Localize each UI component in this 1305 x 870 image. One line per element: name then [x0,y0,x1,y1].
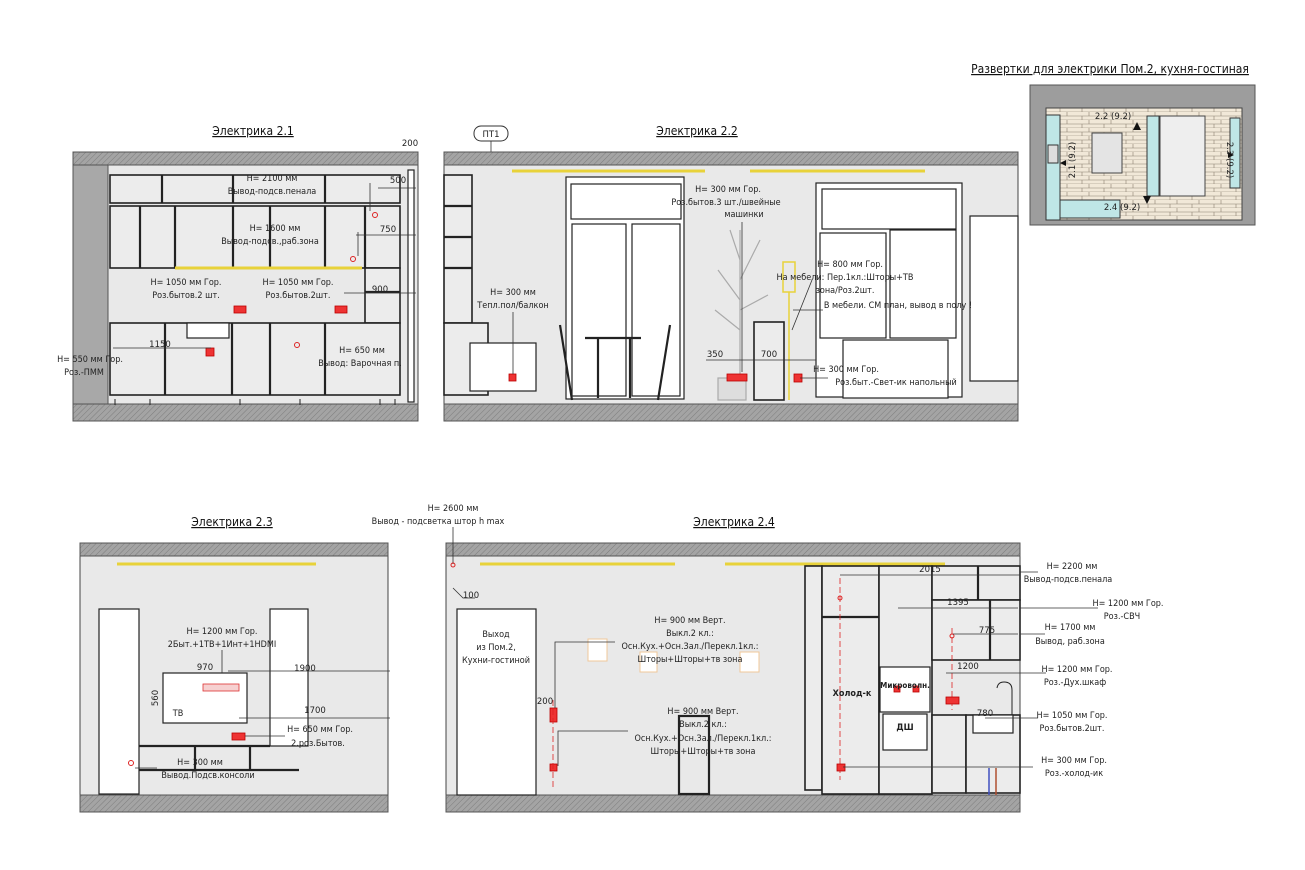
note-line: Осн.Кух.+Осн.Зал./Перекл.1кл.: [634,734,771,744]
note-line: Роз.быт.-Свет-ик напольный [835,377,956,388]
plan-label-2-4: 2.4 (9.2) [1104,203,1140,213]
note-line: Осн.Кух.+Осн.Зал./Перекл.1кл.: [621,642,758,652]
note-line: 2Быт.+1ТВ+1Инт+1HDMI [168,640,276,650]
note-line: H= 300 мм Гор. [1041,756,1107,766]
note-line: Роз.-ПММ [64,368,104,378]
appliance-label: Микроволн. [880,681,930,690]
dim-label: 775 [979,626,995,636]
dim-label: 560 [151,690,161,706]
note-line: Вывод: Варочная п. [318,359,402,369]
note-line: Роз.бытов.2шт. [266,290,331,301]
note-line: Вывод-подсв.пенала [228,187,317,197]
dim-label: 970 [197,663,213,673]
note-line: H= 300 мм Гор. [813,365,879,375]
ceiling-tag-label: ПТ1 [483,130,500,140]
note-line: H= 2600 мм [428,504,479,514]
note-line: H= 900 мм Верт. [654,616,725,626]
note-line: H= 1200 мм Гор. [186,627,257,637]
door-label: Выход [482,630,510,640]
note-line: Роз.бытов.2 шт. [152,290,220,301]
dim-label: 1700 [304,706,326,716]
elevation-title: Электрика 2.3 [191,515,273,529]
note-line: Вывод-подсв.пенала [1024,575,1113,585]
note-line: H= 300 мм Гор. [695,185,761,195]
dim-label: 2015 [919,565,941,575]
note-line: H= 1600 мм [250,224,301,234]
note-line: H= 800 мм Гор. [817,260,883,270]
note-line: H= 900 мм Верт. [667,707,738,717]
note-line: H= 2200 мм [1047,562,1098,572]
note-line: Выкл.2 кл.: [679,720,727,730]
note-line: H= 1050 мм Гор. [1036,711,1107,721]
dim-label: 100 [463,591,479,601]
note-line: H= 550 мм Гор. [57,355,123,365]
note-line: Роз.-СВЧ [1104,612,1140,622]
plan-label-2-3: 2.3 (9.2) [1224,142,1234,178]
note-line: Тепл.пол/балкон [476,300,548,311]
note-line: Роз.-холод-ик [1045,769,1103,779]
appliance-label: ДШ [896,723,913,733]
note-line: Выкл.2 кл.: [666,629,714,639]
dim-label: 1395 [947,598,969,608]
faucet-icon [996,681,1013,715]
note-line: H= 1200 мм Гор. [1041,665,1112,675]
note-line: H= 2100 мм [247,174,298,184]
dim-label: 1900 [294,664,316,674]
dim-label: 1150 [149,340,171,350]
note-line: Вывод-подсв.,раб.зона [221,236,319,247]
note-line: зона/Роз.2шт. [816,286,875,296]
door-label: из Пом.2, [476,643,516,653]
dim-label: 700 [761,350,777,360]
elevation-2-1: Электрика 2.1 200 500 750 900 1150 H= 21… [57,124,419,422]
elevation-2-3: Электрика 2.3 970 1900 560 1700 ТВ H= 12… [79,515,390,813]
note-line: H= 300 мм [177,758,223,768]
note-line: Вывод - подсветка штор h max [372,517,505,527]
dim-label: 780 [977,709,993,719]
note-line: H= 650 мм Гор. [287,725,353,735]
note-line: H= 300 мм [490,288,536,298]
elevation-2-4: Электрика 2.4 H= 2600 мм Вывод - подсвет… [372,504,1164,813]
note-line: H= 1200 мм Гор. [1092,599,1163,609]
dim-label: 500 [390,176,406,186]
dim-label: 350 [707,350,723,360]
note-line: Роз.бытов.2шт. [1040,723,1105,734]
tv-label: ТВ [172,709,184,719]
elevation-title: Электрика 2.1 [212,124,294,138]
sheet-title: Развертки для электрики Пом.2, кухня-гос… [971,62,1249,76]
floor-plan: 2.2 (9.2) 2.1 (9.2) 2.3 (9.2) 2.4 (9.2) [1029,84,1256,226]
dim-label: 750 [380,225,396,235]
dim-label: 200 [537,697,553,707]
note-line: H= 650 мм [339,346,385,356]
note-line: H= 1050 мм Гор. [262,278,333,288]
elevation-title: Электрика 2.2 [656,124,738,138]
plan-label-2-1: 2.1 (9.2) [1068,142,1078,178]
door-label: Кухни-гостиной [462,656,530,666]
note-line: 2.роз.Бытов. [291,739,345,749]
plant-icon [714,229,769,401]
note-line: Роз.-Дух.шкаф [1044,678,1106,688]
dim-label: 900 [372,285,388,295]
appliance-label: Холод-к [833,689,872,699]
dim-label: 200 [402,139,418,149]
note-line: В мебели. СМ план, вывод в полу ! [824,300,972,311]
elevation-2-2: Электрика 2.2 ПТ1 350 700 H= 3 [443,124,1019,422]
note-line: Шторы+Шторы+тв зона [651,747,756,757]
plan-label-2-2: 2.2 (9.2) [1095,112,1131,122]
note-line: Шторы+Шторы+тв зона [638,655,743,665]
note-line: машинки [724,210,763,220]
note-line: Вывод, раб.зона [1035,636,1105,647]
note-line: H= 1700 мм [1045,623,1096,633]
note-line: Роз.бытов.3 шт./швейные [671,197,780,208]
note-line: H= 1050 мм Гор. [150,278,221,288]
dim-label: 1200 [957,662,979,672]
elevation-title: Электрика 2.4 [693,515,775,529]
note-line: На мебели: Пер.1кл.:Шторы+ТВ [777,272,914,283]
note-line: Вывод.Подсв.консоли [161,771,254,781]
